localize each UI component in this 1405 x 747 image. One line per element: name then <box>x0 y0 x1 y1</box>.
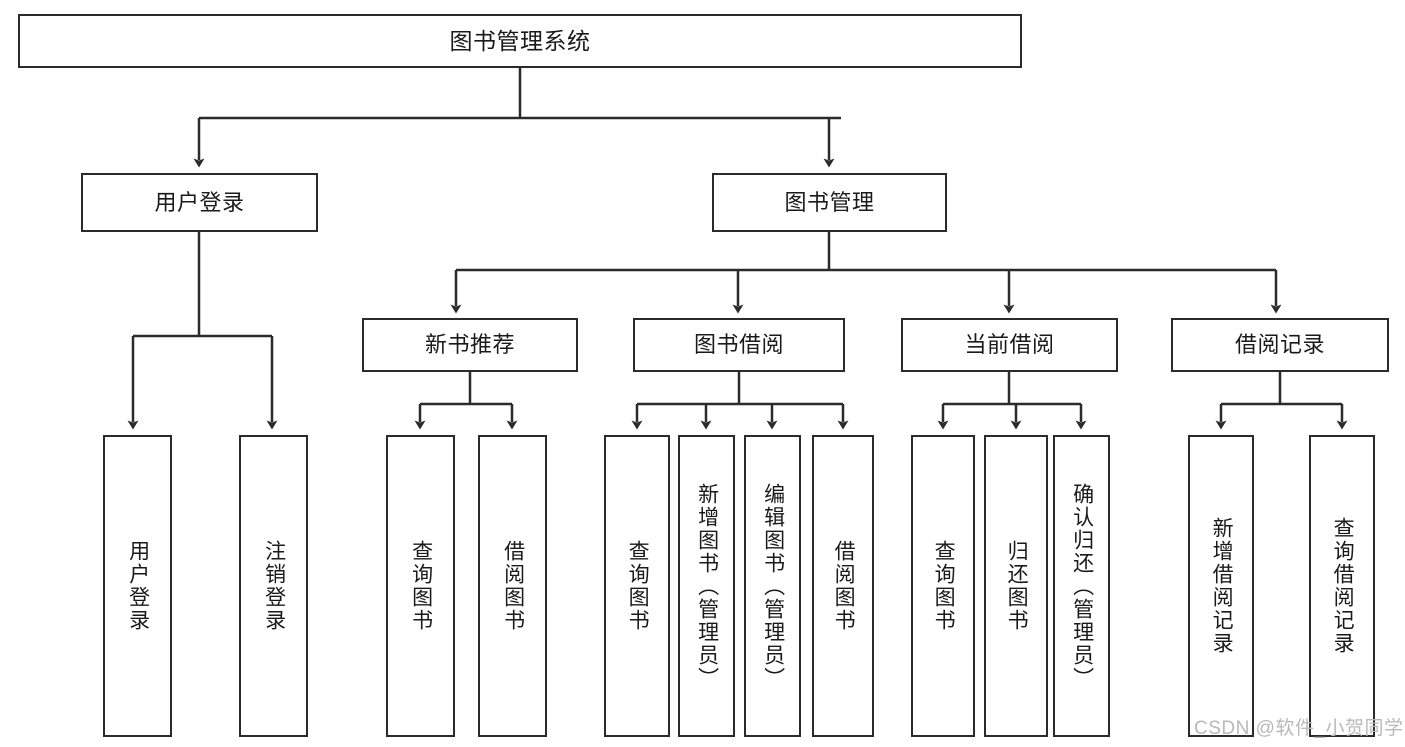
node-label: 当前借阅 <box>964 332 1055 358</box>
node-label: 查询图书 <box>932 540 956 632</box>
node-leaf-add-borrow-record[interactable]: 新增借阅记录 <box>1188 435 1254 737</box>
node-leaf-query-book-1[interactable]: 查询图书 <box>386 435 455 737</box>
node-label: 查询借阅记录 <box>1331 517 1355 655</box>
node-label: 新书推荐 <box>424 332 515 358</box>
node-label: 归还图书 <box>1005 540 1029 632</box>
node-label: 借阅图书 <box>832 540 856 632</box>
node-label: 确认归还（管理员） <box>1070 482 1094 690</box>
node-leaf-user-login[interactable]: 用户登录 <box>103 435 172 737</box>
node-borrow-record[interactable]: 借阅记录 <box>1171 318 1389 372</box>
node-label: 查询图书 <box>409 540 433 632</box>
node-leaf-borrow-book-1[interactable]: 借阅图书 <box>478 435 547 737</box>
node-leaf-query-book-2[interactable]: 查询图书 <box>604 435 670 737</box>
node-label: 新增图书（管理员） <box>695 482 719 690</box>
node-label: 图书管理 <box>784 189 875 215</box>
node-root-system[interactable]: 图书管理系统 <box>18 14 1022 68</box>
node-label: 编辑图书（管理员） <box>761 482 785 690</box>
node-new-book-recommend[interactable]: 新书推荐 <box>362 318 578 372</box>
node-user-login[interactable]: 用户登录 <box>81 173 318 232</box>
node-label: 图书管理系统 <box>449 27 591 54</box>
node-leaf-add-book[interactable]: 新增图书（管理员） <box>678 435 735 737</box>
node-leaf-borrow-book-2[interactable]: 借阅图书 <box>812 435 874 737</box>
node-leaf-edit-book[interactable]: 编辑图书（管理员） <box>744 435 801 737</box>
node-leaf-return-book[interactable]: 归还图书 <box>984 435 1048 737</box>
node-label: 图书借阅 <box>693 332 784 358</box>
node-current-borrow[interactable]: 当前借阅 <box>901 318 1118 372</box>
node-leaf-logout[interactable]: 注销登录 <box>239 435 308 737</box>
node-label: 借阅图书 <box>501 540 525 632</box>
node-leaf-confirm-return[interactable]: 确认归还（管理员） <box>1053 435 1110 737</box>
node-label: 查询图书 <box>626 540 650 632</box>
node-leaf-query-borrow-record[interactable]: 查询借阅记录 <box>1309 435 1375 737</box>
node-label: 用户登录 <box>126 540 150 632</box>
watermark-credit: CSDN @软件_小贺同学 <box>1194 718 1404 739</box>
node-leaf-query-book-3[interactable]: 查询图书 <box>911 435 975 737</box>
node-label: 注销登录 <box>262 540 286 632</box>
node-label: 用户登录 <box>154 189 245 215</box>
node-book-borrow[interactable]: 图书借阅 <box>633 318 845 372</box>
node-book-manage[interactable]: 图书管理 <box>712 173 947 232</box>
node-label: 借阅记录 <box>1234 332 1325 358</box>
node-label: 新增借阅记录 <box>1210 517 1234 655</box>
